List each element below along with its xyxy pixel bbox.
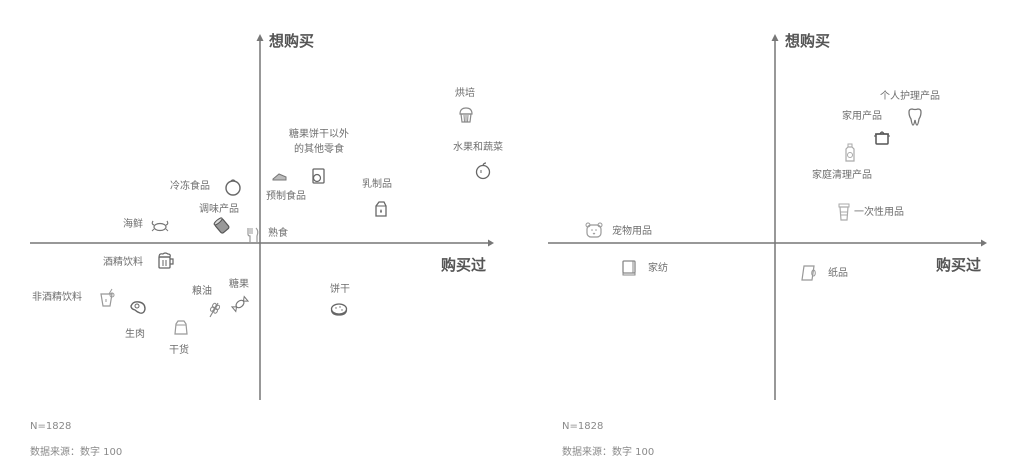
label-cleaning: 家庭清理产品 bbox=[812, 170, 872, 181]
x-axis-title: 购买过 bbox=[441, 256, 487, 274]
cutlery-icon bbox=[243, 225, 263, 245]
dumpling-icon bbox=[223, 177, 243, 197]
pet-face-icon bbox=[584, 221, 604, 241]
candy-icon bbox=[230, 294, 250, 314]
data-source-note: 数据来源：数字 100 bbox=[562, 447, 655, 458]
folded-textile-icon bbox=[619, 258, 639, 278]
data-source-note: 数据来源：数字 100 bbox=[30, 447, 123, 458]
label-seasoning: 调味产品 bbox=[199, 204, 239, 215]
detergent-bottle-icon bbox=[840, 143, 860, 163]
grain-icon bbox=[204, 300, 224, 320]
label-prepared-food: 预制食品 bbox=[266, 191, 306, 202]
label-personal-care: 个人护理产品 bbox=[880, 91, 940, 102]
right-axes bbox=[548, 34, 987, 400]
left-axes bbox=[30, 34, 494, 400]
sack-icon bbox=[171, 317, 191, 337]
label-household: 家用产品 bbox=[842, 111, 882, 122]
steak-icon bbox=[128, 298, 148, 318]
tooth-icon bbox=[905, 107, 925, 127]
apple-icon bbox=[473, 161, 493, 181]
label-frozen-food: 冷冻食品 bbox=[170, 181, 210, 192]
label-deli: 熟食 bbox=[268, 228, 288, 239]
label-biscuit: 饼干 bbox=[330, 284, 350, 295]
sample-size-note: N=1828 bbox=[562, 421, 604, 432]
label-home-textile: 家纺 bbox=[648, 263, 668, 274]
paper-cup-icon bbox=[834, 202, 854, 222]
x-axis-title: 购买过 bbox=[936, 256, 982, 274]
paper-roll-icon bbox=[799, 263, 819, 283]
label-pet-supplies: 宠物用品 bbox=[612, 226, 652, 237]
cake-slice-icon bbox=[270, 167, 290, 187]
pot-icon bbox=[872, 127, 892, 147]
label-dry-goods: 干货 bbox=[169, 345, 189, 356]
y-axis-title: 想购买 bbox=[269, 32, 315, 50]
cupcake-icon bbox=[456, 105, 476, 125]
label-candy: 糖果 bbox=[229, 279, 249, 290]
label-dairy: 乳制品 bbox=[362, 179, 392, 190]
sample-size-note: N=1828 bbox=[30, 421, 72, 432]
label-other-snacks-line1: 糖果饼干以外 bbox=[289, 129, 349, 140]
right-quadrant-chart: 想购买 购买过 个人护理产品 家用产品 家庭清理产品 一次性用品 宠物用品 家纺… bbox=[512, 0, 1024, 474]
label-other-snacks: 糖果饼干以外 的其他零食 bbox=[289, 127, 349, 157]
biscuit-icon bbox=[329, 300, 349, 320]
label-disposable: 一次性用品 bbox=[854, 207, 904, 218]
crab-icon bbox=[150, 215, 170, 235]
seasoning-can-icon bbox=[212, 216, 232, 236]
label-fruit-veg: 水果和蔬菜 bbox=[453, 142, 503, 153]
label-paper-products: 纸品 bbox=[828, 268, 848, 279]
snack-bag-icon bbox=[308, 166, 328, 186]
label-raw-meat: 生肉 bbox=[125, 329, 145, 340]
beer-mug-icon bbox=[155, 251, 175, 271]
juice-glass-icon bbox=[97, 288, 117, 308]
label-baking: 烘培 bbox=[455, 88, 475, 99]
milk-carton-icon bbox=[371, 199, 391, 219]
label-soft-drinks: 非酒精饮料 bbox=[32, 292, 82, 303]
y-axis-title: 想购买 bbox=[785, 32, 831, 50]
label-seafood: 海鲜 bbox=[123, 219, 143, 230]
label-alcoholic-drinks: 酒精饮料 bbox=[103, 257, 143, 268]
label-other-snacks-line2: 的其他零食 bbox=[294, 144, 344, 155]
label-grain-oil: 粮油 bbox=[192, 286, 212, 297]
left-quadrant-chart: 想购买 购买过 烘培 水果和蔬菜 糖果饼干以外 的其他零食 预制食品 乳制品 冷… bbox=[30, 32, 503, 458]
